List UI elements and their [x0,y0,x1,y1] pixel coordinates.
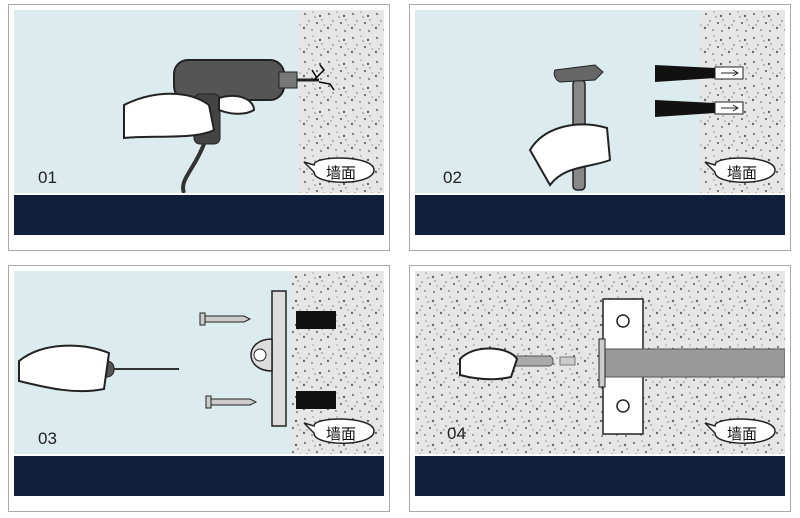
step-panel-4: 墙面 04 [409,265,791,512]
step-number: 01 [38,168,57,187]
speech-bubble-icon [303,418,375,444]
step-number: 02 [443,168,462,187]
hand-icon-2 [218,94,256,115]
caption-bar [14,195,384,235]
step-panel-1: 墙面 01 [8,4,390,251]
wall-anchor-icon [296,311,336,329]
wall-anchor-icon-2 [296,391,336,409]
step-4-illustration: 墙面 04 [415,271,785,454]
step-1-illustration: 墙面 01 [14,10,384,193]
screw-icon-2 [205,395,258,409]
hand-icon [459,347,519,381]
hand-icon [18,344,111,393]
wall-label: 墙面 [326,425,357,443]
step-2-illustration: 墙面 02 [415,10,785,193]
mounting-bracket-icon [250,290,287,427]
rod-icon [598,348,785,378]
step-3-illustration: 墙面 03 [14,271,384,454]
caption-bar [14,456,384,496]
wall-anchor-icon [655,65,744,82]
crack-icon [311,64,335,91]
wall-anchor-icon-2 [655,100,744,117]
speech-bubble-icon [704,418,776,444]
speech-bubble-icon [704,157,776,183]
screw-icon [199,312,252,326]
step-panel-2: 墙面 02 [409,4,791,251]
step-number: 03 [38,429,57,448]
caption-bar [415,195,785,235]
step-number: 04 [447,424,466,443]
step-panel-3: 墙面 03 [8,265,390,512]
hand-icon [123,92,216,140]
speech-bubble-icon [303,157,375,183]
wall-label: 墙面 [326,164,357,182]
hand-icon [528,123,612,187]
bracket-flange [598,338,606,388]
caption-bar [415,456,785,496]
wall-label: 墙面 [727,425,758,443]
wall-label: 墙面 [727,164,758,182]
